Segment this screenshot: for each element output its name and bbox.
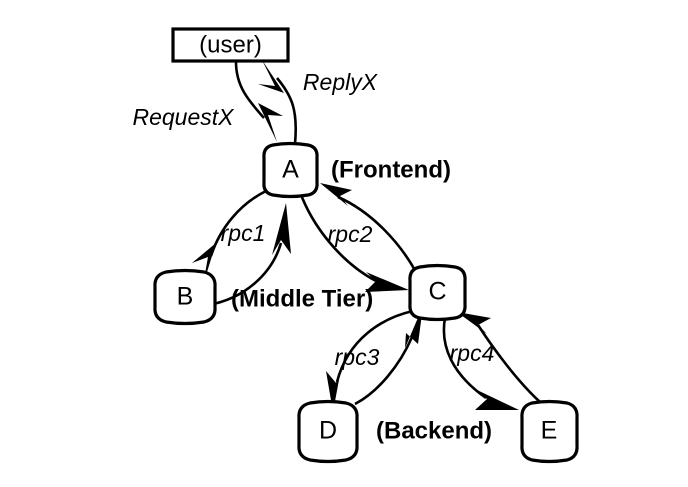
requestX-arrow-head [258,103,283,142]
node-C-box [408,263,467,322]
edge-group-rpc4-c-to-e[interactable] [442,317,519,410]
tier-label-middle-tier: (Middle Tier) [231,285,373,312]
rpc2-c-to-a-arrow-head [320,183,352,206]
node-B[interactable]: B [153,268,217,326]
node-A-label: A [282,156,299,184]
requestX-edge-path [234,61,265,119]
edge-group-rpc1-b-to-a[interactable] [207,203,291,307]
rpc4-e-to-c-arrow-head [457,312,491,334]
edge-label-requestX: RequestX [132,104,235,130]
node-D-label: D [319,417,337,445]
edge-group-rpc3-c-to-d[interactable] [326,309,414,412]
rpc3-c-to-d-arrow-head [326,369,341,412]
rpc4-c-to-e-arrow-head [475,390,519,410]
rpc1-b-to-a-arrow-head [272,203,291,255]
edge-label-rpc4: rpc4 [450,340,495,366]
rpc2-a-to-c-arrow-head [365,272,409,292]
edge-label-replyX: ReplyX [303,69,379,95]
node-D-box [297,399,359,464]
node-E-label: E [541,417,558,445]
node-B-box [153,268,217,326]
replyX-arrow-head [258,60,284,93]
node-user[interactable]: (user) [171,27,290,63]
node-A[interactable]: A [262,141,319,199]
node-B-label: B [177,283,194,311]
edge-group-rpc1-a-to-b[interactable] [192,189,267,285]
edge-group-rpc2-c-to-a[interactable] [320,183,418,273]
rpc3-d-to-c-edge-path [354,336,414,406]
rpc4-c-to-e-edge-path [442,317,487,400]
edge-group-replyX[interactable] [258,60,297,145]
rpc3-c-to-d-edge-path [335,309,414,383]
node-D[interactable]: D [297,399,359,464]
node-user-label: (user) [199,31,262,58]
edge-group-rpc4-e-to-c[interactable] [457,312,541,403]
node-E-box [520,399,579,464]
edge-label-rpc1: rpc1 [221,220,266,246]
tier-label-backend: (Backend) [376,417,492,444]
replyX-edge-path [276,77,297,145]
edge-label-rpc2: rpc2 [328,221,373,247]
rpc2-a-to-c-edge-path [298,191,377,283]
edge-group-rpc2-a-to-c[interactable] [298,191,409,292]
edge-label-rpc3: rpc3 [335,344,380,370]
rpc1-a-to-b-arrow-head [192,243,216,285]
rpc2-c-to-a-edge-path [337,195,418,273]
node-C[interactable]: C [408,263,467,322]
rpc4-e-to-c-edge-path [476,324,541,403]
node-E[interactable]: E [520,399,579,464]
rpc1-b-to-a-edge-path [207,242,283,307]
edge-group-requestX[interactable] [234,61,283,142]
node-C-label: C [428,278,446,306]
node-user-box [171,27,290,63]
tier-label-frontend: (Frontend) [331,156,451,183]
node-A-box [262,141,319,199]
